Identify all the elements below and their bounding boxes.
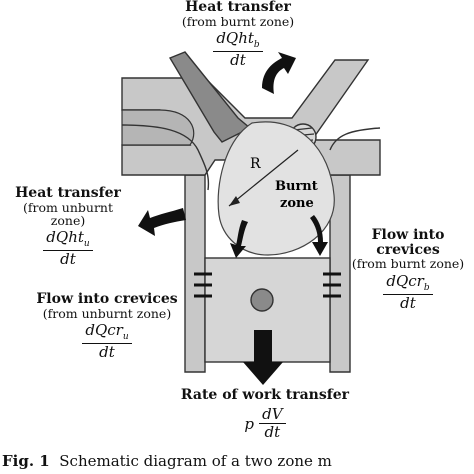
figure-caption: Fig. 1 Schematic diagram of a two zone m xyxy=(2,452,332,470)
burnt-zone-label-2: zone xyxy=(280,196,314,211)
crevice-flow-burnt-rate: dQcrb dt xyxy=(383,273,433,312)
figure-caption-text: Schematic diagram of a two zone m xyxy=(59,452,332,470)
heat-transfer-unburnt-label: Heat transfer (from unburnt zone) dQhtu … xyxy=(8,186,128,268)
piston-pin xyxy=(250,288,274,312)
crevice-flow-unburnt-label: Flow into crevices (from unburnt zone) d… xyxy=(32,292,182,361)
crevice-flow-right-arrow xyxy=(310,215,328,256)
exhaust-port-curve xyxy=(329,127,381,151)
crevice-flow-burnt-label: Flow into crevices (from burnt zone) dQc… xyxy=(346,228,470,312)
crevice-flow-burnt-title: Flow into crevices xyxy=(371,227,445,258)
heat-transfer-unburnt-sub: (from unburnt zone) xyxy=(22,199,114,228)
heat-transfer-unburnt-title: Heat transfer xyxy=(15,185,121,201)
piston-rings-left xyxy=(194,272,212,298)
flame-radius-arrowhead xyxy=(229,196,240,206)
heat-transfer-burnt-sub: (from burnt zone) xyxy=(181,13,295,29)
burnt-zone-label-1: Burnt xyxy=(275,179,318,194)
crevice-flow-left-arrow xyxy=(230,220,248,258)
figure-number: Fig. 1 xyxy=(2,452,50,470)
work-transfer-arrow xyxy=(243,330,283,385)
crevice-flow-unburnt-title: Flow into crevices xyxy=(36,291,178,307)
intake-port-curve xyxy=(121,124,210,191)
heat-transfer-unburnt-rate: dQhtu dt xyxy=(43,229,93,268)
heat-transfer-burnt-title: Heat transfer xyxy=(185,0,291,15)
flame-radius xyxy=(228,149,299,207)
heat-transfer-burnt-rate: dQhtb dt xyxy=(213,30,263,69)
piston-rings-right xyxy=(323,272,341,298)
work-transfer-label: Rate of work transfer p dV dt xyxy=(180,388,350,441)
heat-transfer-burnt-arrow xyxy=(262,52,296,94)
work-transfer-rate: p dV dt xyxy=(180,406,350,442)
heat-transfer-burnt-label: Heat transfer (from burnt zone) dQhtb dt xyxy=(178,0,298,69)
heat-transfer-unburnt-arrow xyxy=(138,208,186,236)
radius-label: R xyxy=(250,156,261,172)
crevice-flow-unburnt-rate: dQcru dt xyxy=(82,322,132,361)
burnt-zone xyxy=(217,121,335,256)
work-transfer-title: Rate of work transfer xyxy=(180,387,350,403)
crevice-flow-burnt-sub: (from burnt zone) xyxy=(351,256,465,272)
crevice-flow-unburnt-sub: (from unburnt zone) xyxy=(42,305,172,321)
